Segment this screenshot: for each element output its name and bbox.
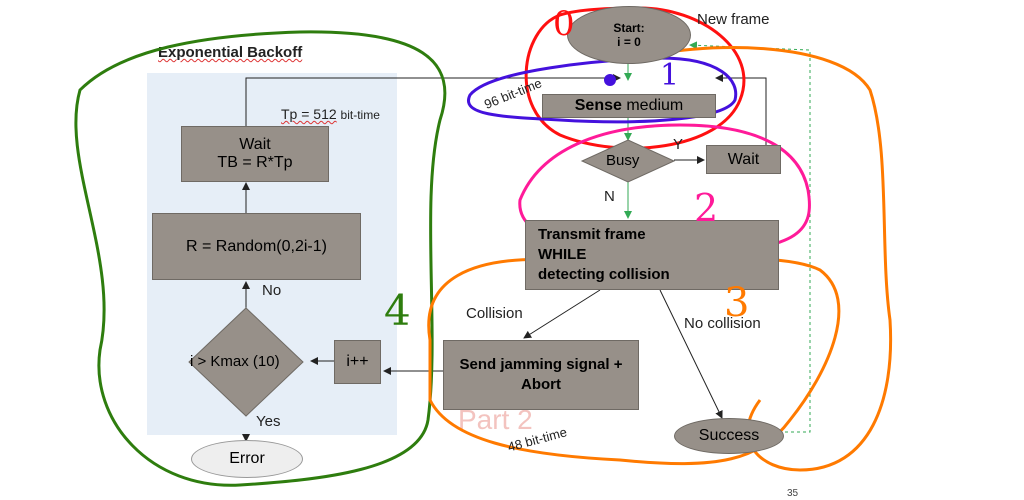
jamming-line2: Abort: [521, 376, 561, 393]
annotation-3: 3: [724, 280, 750, 326]
tp-label: Tp = 512 bit-time: [281, 106, 380, 122]
jamming-box: Send jamming signal + Abort: [443, 340, 639, 410]
busy-label: Busy: [606, 152, 640, 169]
increment-box: i++: [334, 340, 381, 384]
increment-label: i++: [346, 353, 369, 370]
start-counter: i = 0: [617, 35, 641, 49]
green-ink-loop: [74, 30, 447, 487]
annotation-0: 0: [553, 4, 575, 44]
success-terminal: Success: [674, 418, 784, 454]
blue-ink-dot: [604, 74, 616, 86]
error-terminal: Error: [191, 440, 303, 478]
transmit-line1: Transmit frame: [538, 226, 646, 243]
kmax-decision-diamond: [188, 307, 304, 417]
start-label: Start:: [613, 21, 645, 35]
sense-label-rest: medium: [621, 97, 684, 114]
annotation-2: 2: [694, 186, 719, 230]
sense-label-bold: Sense: [574, 97, 622, 114]
random-box: R = Random(0,2i-1): [152, 213, 361, 280]
y-label: Y: [673, 136, 684, 153]
success-label: Success: [698, 427, 760, 444]
wait-backoff-label: Wait: [239, 136, 271, 153]
transmit-line2: WHILE: [538, 246, 587, 263]
wait-medium-box: Wait: [706, 145, 781, 174]
start-terminal: Start: i = 0: [567, 6, 691, 64]
error-label: Error: [229, 450, 265, 467]
annotation-4: 4: [384, 286, 411, 335]
wait-medium-label: Wait: [727, 150, 760, 168]
sense-medium-box: Sense medium: [542, 94, 716, 118]
random-label: R = Random(0,2i-1): [186, 237, 327, 255]
wait-backoff-formula: TB = R*Tp: [217, 154, 293, 171]
no-label: No: [262, 282, 282, 299]
kmax-decision-label: i > Kmax (10): [190, 353, 280, 370]
yes-label: Yes: [256, 413, 281, 430]
blue-ink-loop: [467, 56, 738, 124]
busy-decision-diamond: [580, 139, 676, 183]
n-label: N: [604, 188, 615, 205]
jamming-line1: Send jamming signal +: [459, 356, 623, 373]
orange-ink-outer: [629, 46, 893, 472]
collision-label: Collision: [466, 305, 523, 322]
annotation-1: 1: [660, 58, 680, 93]
page-number: 35: [787, 488, 799, 499]
no-collision-label: No collision: [684, 315, 761, 332]
new-frame-label: New frame: [697, 11, 770, 28]
transmit-line3: detecting collision: [538, 266, 670, 283]
wait-backoff-box: Wait TB = R*Tp: [181, 126, 329, 182]
diagram-title: Exponential Backoff: [158, 44, 303, 61]
transmit-box: Transmit frame WHILE detecting collision: [525, 220, 779, 290]
